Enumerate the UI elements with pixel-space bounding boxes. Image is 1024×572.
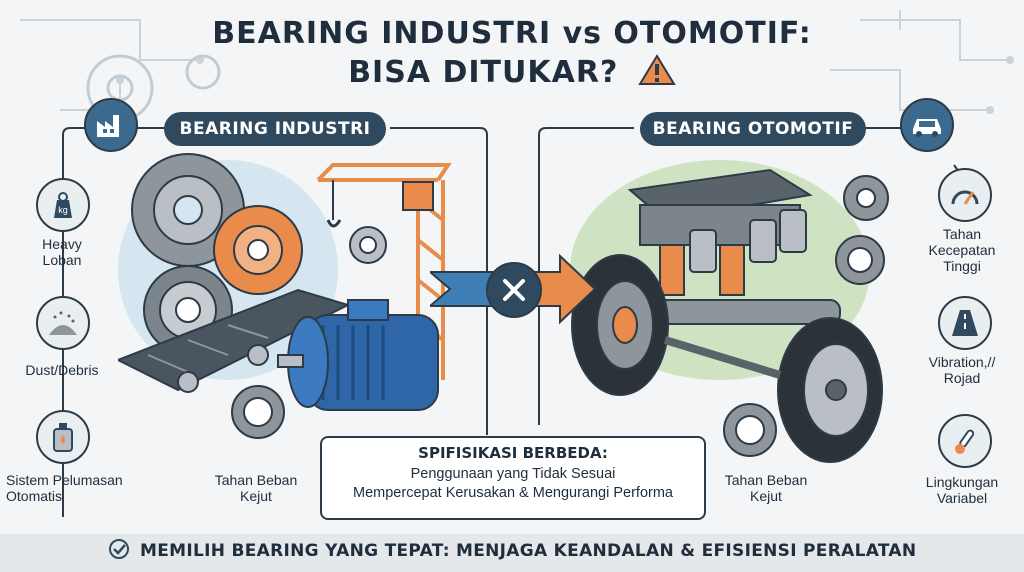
check-icon	[108, 539, 129, 559]
footer-bar	[0, 534, 1024, 572]
footer-content: MEMILIH BEARING YANG TEPAT: MENJAGA KEAN…	[0, 538, 1024, 561]
spec-line-1: Penggunaan yang Tidak Sesuai	[410, 466, 616, 482]
spec-line-2: Mempercepat Kerusakan & Mengurangi Perfo…	[353, 485, 673, 501]
speedometer-icon	[938, 168, 992, 222]
industrial-illustration	[118, 153, 452, 439]
page-subtitle: BISA DITUKAR?	[0, 54, 1024, 90]
page-subtitle-text: BISA DITUKAR?	[348, 55, 619, 90]
thermometer-icon	[938, 414, 992, 468]
left-shock-load-label: Tahan Beban Kejut	[214, 472, 298, 504]
automotive-illustration	[570, 160, 889, 463]
weight-kg-icon: kg	[36, 178, 90, 232]
industrial-panel-frame	[62, 127, 488, 517]
industrial-heading: BEARING INDUSTRI	[164, 112, 386, 146]
oil-lubricator-icon	[36, 410, 90, 464]
warning-icon	[638, 54, 676, 85]
dust-pile-icon	[36, 296, 90, 350]
heavy-load-label: Heavy Loban	[42, 236, 82, 268]
page-title: BEARING INDUSTRI vs OTOMOTIF:	[212, 16, 812, 51]
variable-environment-label: Lingkungan Variabel	[925, 474, 999, 506]
not-interchangeable-icon	[486, 262, 542, 318]
spec-title: SPIFISIKASI BERBEDA:	[418, 444, 608, 462]
auto-lubrication-label: Sistem Pelumasan Otomatis	[6, 472, 123, 504]
car-icon	[900, 98, 954, 152]
road-icon	[938, 296, 992, 350]
footer-text: MEMILIH BEARING YANG TEPAT: MENJAGA KEAN…	[140, 541, 917, 561]
svg-text:kg: kg	[58, 205, 68, 215]
right-shock-load-label: Tahan Beban Kejut	[724, 472, 808, 504]
high-speed-label: Tahan Kecepatan Tinggi	[928, 226, 996, 274]
spec-box: SPIFISIKASI BERBEDA: Penggunaan yang Tid…	[320, 436, 706, 520]
automotive-heading: BEARING OTOMOTIF	[640, 112, 866, 146]
factory-icon	[84, 98, 138, 152]
dust-debris-label: Dust/Debris	[25, 362, 99, 378]
vibration-road-label: Vibration,// Rojad	[928, 354, 996, 386]
